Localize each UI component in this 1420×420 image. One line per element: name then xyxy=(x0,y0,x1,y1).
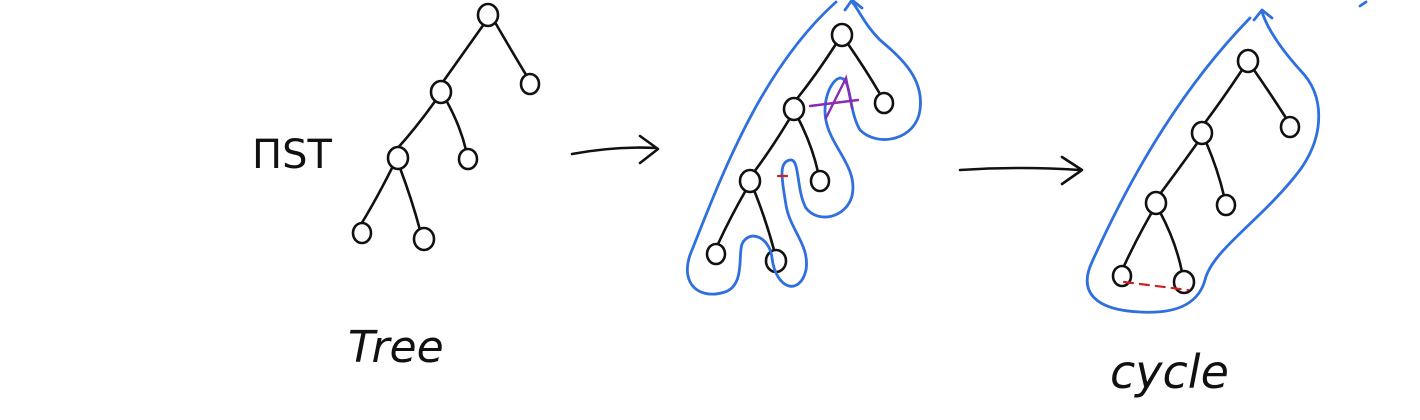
cycle-arrow-tail xyxy=(1358,0,1368,8)
tree-edge xyxy=(1158,140,1200,196)
tree-edge xyxy=(398,166,422,232)
arrow-head xyxy=(638,134,660,165)
tour-arrowhead xyxy=(843,0,864,12)
tree-edge xyxy=(394,98,438,152)
tree-edge xyxy=(1204,140,1226,198)
tree-node xyxy=(351,221,373,245)
tree-node xyxy=(1172,269,1196,295)
tree-edge xyxy=(796,116,820,174)
tree-edge xyxy=(444,98,468,152)
euler-tour-contour xyxy=(686,0,922,296)
tree-node xyxy=(1236,48,1260,74)
tree-edge xyxy=(494,22,530,80)
arrow-2 xyxy=(958,155,1084,186)
tree-node xyxy=(1215,193,1237,217)
cycle-tree xyxy=(1086,0,1368,314)
tree-edge xyxy=(1122,210,1154,268)
shortcut-crossout-mark xyxy=(824,74,854,120)
tree-edge xyxy=(1158,210,1184,274)
cycle-label: cycle xyxy=(1110,345,1229,399)
shortcut-dash xyxy=(1122,280,1190,292)
mst-label: ΠST xyxy=(252,132,332,178)
tree-edge xyxy=(1252,68,1288,120)
tree-node xyxy=(873,91,895,115)
tree-edge xyxy=(846,42,882,96)
tree-node xyxy=(782,96,806,122)
walk-tree xyxy=(686,0,922,296)
tree-node xyxy=(738,168,762,194)
tree-label: Tree xyxy=(348,322,444,373)
tree-node xyxy=(764,248,788,274)
tree-edge xyxy=(358,166,394,228)
cycle-contour xyxy=(1086,10,1320,314)
tree-node xyxy=(1190,120,1214,146)
tree-node xyxy=(1144,190,1168,216)
tree-edge xyxy=(794,42,838,102)
tree-node xyxy=(476,2,500,28)
tree-node xyxy=(429,79,453,105)
tree-node xyxy=(1111,264,1133,288)
tree-node xyxy=(457,147,479,171)
arrow-shaft xyxy=(570,146,658,156)
tree-node xyxy=(705,242,727,266)
tree-node xyxy=(809,169,831,193)
tree-edge xyxy=(752,188,776,252)
tree-edge xyxy=(752,116,792,174)
tree-edge xyxy=(1202,68,1244,126)
tree-node xyxy=(830,22,854,48)
arrow-head xyxy=(1060,155,1084,186)
tree-node xyxy=(519,72,541,96)
tree-node xyxy=(386,145,410,171)
mst-tree xyxy=(351,2,541,252)
tree-node xyxy=(412,226,436,252)
cycle-arrowhead xyxy=(1252,8,1274,22)
arrow-shaft xyxy=(958,166,1082,172)
tree-edge xyxy=(438,22,486,88)
tree-edge xyxy=(716,188,748,246)
tree-node xyxy=(1279,115,1301,139)
arrow-1 xyxy=(570,134,660,165)
